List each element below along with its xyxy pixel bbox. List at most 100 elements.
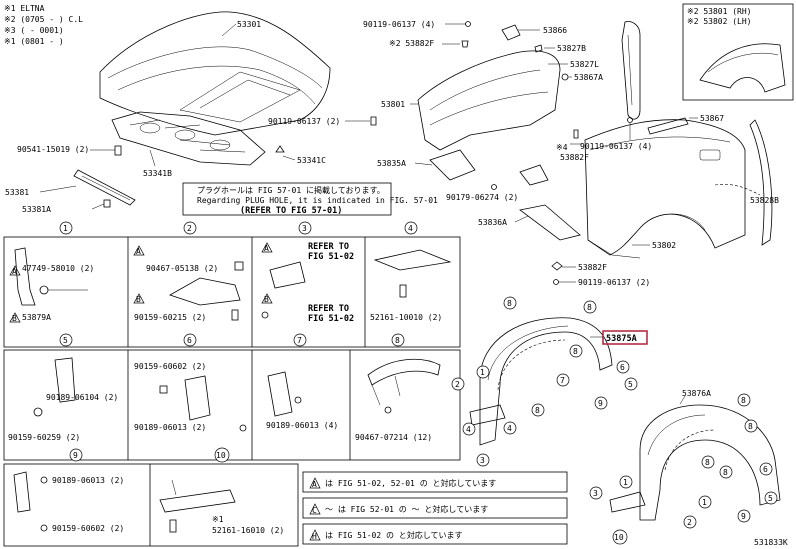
svg-text:1: 1 <box>623 478 628 487</box>
label-90541: 90541-15019 (2) <box>17 145 89 154</box>
label-53866: 53866 <box>543 26 567 35</box>
fender-drawing <box>584 119 746 259</box>
svg-text:8: 8 <box>507 299 512 308</box>
svg-text:4: 4 <box>507 424 512 433</box>
label-53835A: 53835A <box>377 159 406 168</box>
svg-text:9: 9 <box>741 512 746 521</box>
label-53827L: 53827L <box>570 60 599 69</box>
label-53882F-top: ※2 53882F <box>389 39 434 48</box>
box10-num: 10 <box>216 451 226 460</box>
svg-text:8: 8 <box>748 422 753 431</box>
svg-text:5: 5 <box>768 494 773 503</box>
box1-p1: 47749-58010 (2) <box>22 264 94 273</box>
notice-en: Regarding PLUG HOLE, it is indicated in … <box>197 196 438 205</box>
box2-tri2: B <box>136 295 141 304</box>
box7-num: 7 <box>297 336 302 345</box>
box2-num: 2 <box>187 224 192 233</box>
label-53801-rh: ※2 53801 (RH) <box>687 7 752 16</box>
box2-p2: 90159-60215 (2) <box>134 313 206 322</box>
box6-num: 6 <box>187 336 192 345</box>
svg-text:2: 2 <box>455 380 460 389</box>
label-53381A: 53381A <box>22 205 51 214</box>
box5-num: 5 <box>63 336 68 345</box>
svg-text:10: 10 <box>614 533 624 542</box>
detail-box-5: 5 90189-06104 (2) 90159-60259 (2) <box>8 333 118 442</box>
svg-text:H: H <box>312 532 317 541</box>
svg-text:2: 2 <box>687 518 692 527</box>
fender-liner-rear <box>609 404 781 521</box>
box10-p2: 52161-16010 (2) <box>212 526 284 535</box>
catalog-number: 531833K <box>754 538 788 547</box>
box3-ref2b: FIG 51-02 <box>308 314 354 324</box>
box3-ref2a: REFER TO <box>308 304 349 314</box>
box6-p1: 90159-60602 (2) <box>134 362 206 371</box>
box8-num: 8 <box>395 336 400 345</box>
detail-box-8: 8 90467-07214 (12) <box>355 333 441 442</box>
label-53381: 53381 <box>5 188 29 197</box>
label-90119-2a: 90119-06137 (2) <box>268 117 340 126</box>
box1-tri1: A <box>12 267 17 276</box>
detail-box-7: 7 90189-06013 (4) <box>266 333 338 430</box>
svg-text:8: 8 <box>535 406 540 415</box>
label-90119-2b: 90119-06137 (4) <box>580 142 652 151</box>
box5-p2: 90159-60259 (2) <box>8 433 80 442</box>
label-53802-lh: ※2 53802 (LH) <box>687 17 752 26</box>
box4-num: 4 <box>408 224 413 233</box>
hood-drawing <box>99 11 331 166</box>
box7-p1: 90189-06013 (4) <box>266 421 338 430</box>
svg-text:4: 4 <box>466 425 471 434</box>
svg-text:8: 8 <box>573 347 578 356</box>
svg-text:A: A <box>312 480 317 489</box>
legend-line-3: ※3 ( - 0001) <box>4 26 64 35</box>
svg-text:6: 6 <box>763 465 768 474</box>
box2-tri1: A <box>136 247 141 256</box>
label-53875A[interactable]: 53875A <box>606 334 637 344</box>
detail-grid <box>3 236 461 547</box>
notice-jp: プラグホールは FIG 57-01 に掲載しております。 <box>197 185 385 195</box>
svg-text:9: 9 <box>598 399 603 408</box>
label-53882F-mid: 53882F <box>560 153 589 162</box>
legend-notes: A は FIG 51-02, 52-01 の と対応しています C 〜 は FI… <box>302 471 568 545</box>
svg-text:8: 8 <box>723 468 728 477</box>
box3-num: 3 <box>302 224 307 233</box>
label-90119-4-top: 90119-06137 (4) <box>363 20 435 29</box>
svg-text:8: 8 <box>705 458 710 467</box>
svg-text:6: 6 <box>620 363 625 372</box>
legend-line-4: ※1 (0801 - ) <box>4 37 64 46</box>
detail-box-4: 4 52161-10010 (2) <box>370 221 452 322</box>
label-53828B: 53828B <box>750 196 779 205</box>
label-53802: 53802 <box>652 241 676 250</box>
top-right-fender-box: ※2 53801 (RH) ※2 53802 (LH) <box>682 3 794 101</box>
label-53882F-bot: 53882F <box>578 263 607 272</box>
label-53867A: 53867A <box>574 73 603 82</box>
box8-p1: 90467-07214 (12) <box>355 433 432 442</box>
label-53301: 53301 <box>237 20 261 29</box>
svg-text:1: 1 <box>702 498 707 507</box>
note-2: 〜 は FIG 52-01 の 〜 と対応しています <box>325 504 488 514</box>
highlight-53875A[interactable] <box>602 330 648 345</box>
label-53341B: 53341B <box>143 169 172 178</box>
note-1: は FIG 51-02, 52-01 の と対応しています <box>325 478 496 488</box>
detail-box-10: 10 ※1 52161-16010 (2) <box>159 447 284 535</box>
box6-p2: 90189-06013 (2) <box>134 423 206 432</box>
fender-liner-front <box>469 317 613 446</box>
box5-p1: 90189-06104 (2) <box>46 393 118 402</box>
svg-text:3: 3 <box>480 456 485 465</box>
legend-line-1: ※1 ELTNA <box>4 4 45 13</box>
box9-num: 9 <box>73 451 78 460</box>
note-3: は FIG 51-02 の と対応しています <box>325 530 463 540</box>
box1-p2: 53879A <box>22 313 51 322</box>
svg-text:C: C <box>312 506 317 515</box>
detail-box-9: 9 90189-06013 (2) 90159-60602 (2) <box>13 448 124 533</box>
label-53836A: 53836A <box>478 218 507 227</box>
label-53801: 53801 <box>381 100 405 109</box>
detail-box-2: 2 A 90467-05138 (2) B 90159-60215 (2) <box>133 221 244 322</box>
svg-text:1: 1 <box>480 368 485 377</box>
label-90119-bot: 90119-06137 (2) <box>578 278 650 287</box>
svg-text:7: 7 <box>560 376 565 385</box>
box1-tri2: B <box>12 314 17 323</box>
detail-box-6: 6 90159-60602 (2) 90189-06013 (2) <box>134 333 247 432</box>
box3-ref1b: FIG 51-02 <box>308 252 354 262</box>
label-53867: 53867 <box>700 114 724 123</box>
box2-p1: 90467-05138 (2) <box>146 264 218 273</box>
